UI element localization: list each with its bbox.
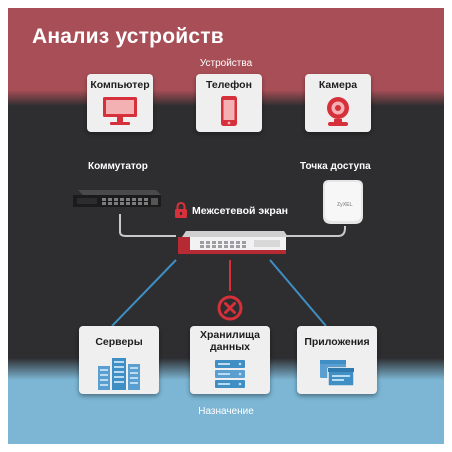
blocked-x-icon [216,294,244,322]
access-point-device[interactable]: ZyXEL [315,176,371,228]
firewall-device[interactable] [174,228,290,262]
sources-section-label: Устройства [199,58,253,69]
destination-card-storage[interactable]: Хранилища данных [190,326,270,394]
source-card-label: Телефон [206,79,252,91]
switch-to-firewall-line [119,214,176,237]
firewall-label: Межсетевой экран [192,205,289,217]
destination-card-label: Серверы [95,336,143,348]
monitor-icon [100,96,140,126]
page-title: Анализ устройств [32,25,224,48]
ap-to-firewall-line [286,226,346,237]
webcam-icon [323,96,353,128]
source-card-camera[interactable]: Камера [305,74,371,132]
storage-icon [213,358,247,390]
source-card-label: Компьютер [90,79,150,91]
source-card-computer[interactable]: Компьютер [87,74,153,132]
source-card-phone[interactable]: Телефон [196,74,262,132]
access-point-label: Точка доступа [300,161,371,172]
destination-card-servers[interactable]: Серверы [79,326,159,394]
source-card-label: Камера [318,79,358,91]
firewall-to-servers-line [111,259,177,327]
switch-device[interactable] [72,186,162,216]
switch-label: Коммутатор [88,161,148,172]
connection-lines [111,214,346,327]
firewall-to-apps-line [269,259,327,327]
phone-icon [218,95,240,127]
lock-icon [174,202,188,219]
destination-card-label: Приложения [304,336,370,348]
diagram-canvas: Анализ устройств Устройства Компьютер Те… [8,8,444,444]
servers-icon [96,356,142,390]
destination-card-label: Хранилища данных [199,329,260,353]
svg-text:ZyXEL: ZyXEL [337,202,353,208]
destinations-section-label: Назначение [198,406,254,417]
destination-card-apps[interactable]: Приложения [297,326,377,394]
apps-icon [318,358,356,388]
